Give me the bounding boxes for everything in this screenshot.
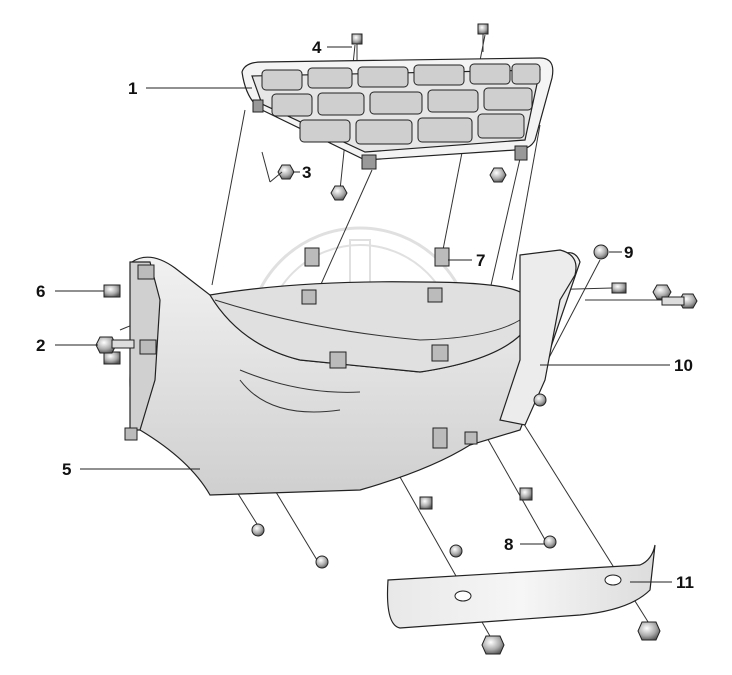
callout-11: 11 (630, 573, 694, 592)
callout-7: 7 (448, 251, 485, 270)
callout-9: 9 (609, 243, 633, 262)
callout-1: 1 (128, 79, 252, 98)
callout-8: 8 (504, 535, 545, 554)
svg-text:3: 3 (302, 163, 311, 182)
callout-4: 4 (312, 38, 352, 57)
bolt-4-top (351, 23, 489, 60)
svg-text:1: 1 (128, 79, 137, 98)
callout-6: 6 (36, 282, 104, 301)
svg-text:7: 7 (476, 251, 485, 270)
callout-2: 2 (36, 336, 98, 355)
svg-text:4: 4 (312, 38, 322, 57)
svg-text:6: 6 (36, 282, 45, 301)
side-bracket-part-10 (499, 249, 577, 426)
svg-text:10: 10 (674, 356, 693, 375)
svg-text:8: 8 (504, 535, 513, 554)
svg-text:11: 11 (676, 573, 694, 592)
callout-5: 5 (62, 460, 200, 479)
svg-text:9: 9 (624, 243, 633, 262)
svg-text:5: 5 (62, 460, 71, 479)
svg-text:2: 2 (36, 336, 45, 355)
callout-10: 10 (540, 356, 693, 375)
callout-3: 3 (293, 163, 311, 182)
lower-cover-part-5 (124, 247, 581, 496)
fasteners (95, 244, 698, 655)
bottom-strip-part-11 (386, 544, 656, 629)
nut-3-parts (261, 151, 507, 201)
grille-grate-part (241, 57, 554, 170)
